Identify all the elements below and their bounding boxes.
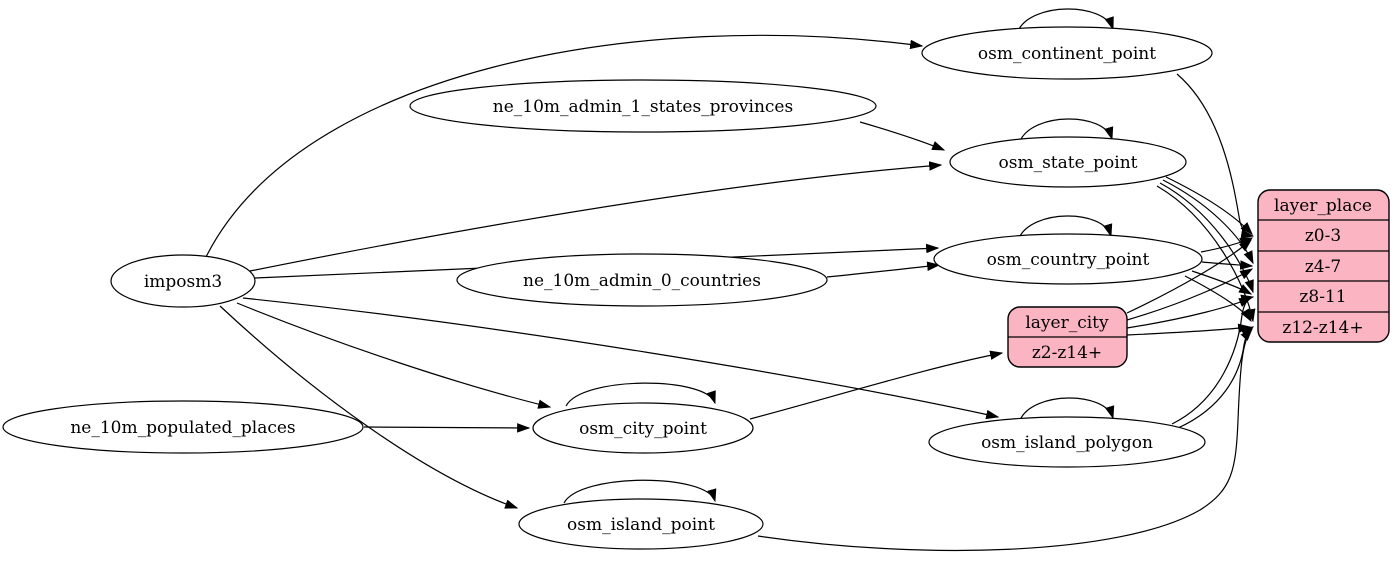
node-osm-continent-point-label: osm_continent_point: [978, 44, 1156, 64]
edge-osm-state-point-layer-place-z4-7: [1162, 179, 1254, 265]
edge-ne10m-admin1-osm-state-point: [859, 121, 946, 151]
node-osm-country-point-label: osm_country_point: [987, 250, 1150, 270]
self-loop-osm-city-point: [565, 382, 716, 407]
edge-osm-country-point-layer-place-z8-11: [1191, 270, 1253, 295]
node-osm-city-point: osm_city_point: [532, 402, 754, 454]
node-osm-continent-point-shape: [921, 26, 1213, 80]
edge-layer-city-layer-place-z0-3: [1126, 239, 1252, 314]
record-layer-city: layer_city z2-z14+: [1007, 306, 1128, 368]
edge-imposm3-osm-island-polygon: [242, 297, 1000, 420]
edge-osm-city-point-layer-city-z2-z14: [749, 350, 1004, 420]
edge-osm-island-polygon-layer-place-z8-11: [1171, 294, 1255, 425]
node-osm-state-point-label: osm_state_point: [999, 153, 1138, 173]
node-ne-10m-populated-places-shape: [2, 400, 364, 454]
record-layer-city-title: layer_city: [1025, 313, 1109, 333]
node-osm-state-point-shape: [949, 136, 1187, 188]
edge-layer-city-layer-place-z4-7: [1126, 268, 1254, 321]
node-osm-state-point: osm_state_point: [949, 136, 1187, 188]
record-layer-place-row-z8-11: z8-11: [1299, 287, 1346, 307]
node-ne-10m-populated-places-label: ne_10m_populated_places: [70, 418, 295, 438]
node-ne-10m-admin-1-states-provinces: ne_10m_admin_1_states_provinces: [409, 79, 877, 133]
edge-osm-continent-point-layer-place-z0-3: [1176, 73, 1255, 239]
record-layer-place-row-z4-7: z4-7: [1305, 257, 1341, 277]
edge-osm-state-point-layer-place-z0-3: [1165, 176, 1253, 235]
record-layer-place: layer_place z0-3 z4-7 z8-11 z12-z14+: [1257, 189, 1390, 343]
self-loop-osm-country-point: [1018, 215, 1113, 239]
edge-osm-island-point-layer-place-z12-z14: [757, 328, 1253, 552]
edge-layer-city-layer-place-z8-11: [1126, 297, 1253, 329]
record-layer-place-row-z0-3: z0-3: [1305, 226, 1341, 246]
self-loop-osm-island-point: [563, 479, 717, 504]
node-osm-island-polygon-shape: [928, 416, 1206, 468]
node-ne-10m-admin-1-shape: [409, 79, 877, 133]
node-osm-island-polygon: osm_island_polygon: [928, 416, 1206, 468]
record-layer-place-title: layer_place: [1274, 196, 1372, 216]
edge-imposm3-osm-city-point: [236, 302, 552, 409]
edge-osm-country-point-layer-place-z4-7: [1201, 260, 1254, 270]
node-osm-island-point-shape: [518, 498, 764, 550]
edge-imposm3-osm-state-point: [249, 161, 943, 272]
node-ne-10m-admin-1-label: ne_10m_admin_1_states_provinces: [493, 97, 793, 117]
edge-layer: [205, 8, 1256, 552]
edge-ne10m-admin0-osm-country-point: [826, 261, 941, 278]
self-loop-osm-state-point: [1019, 118, 1114, 142]
node-osm-island-point: osm_island_point: [518, 498, 764, 550]
node-imposm3: imposm3: [110, 254, 256, 308]
node-osm-city-point-label: osm_city_point: [579, 419, 707, 439]
edge-osm-country-point-layer-place-z12-z14: [1184, 275, 1252, 323]
record-layer-place-row-z12-z14: z12-z14+: [1282, 318, 1363, 338]
edge-imposm3-osm-continent-point: [205, 34, 924, 258]
record-layer-place-box: [1257, 189, 1390, 343]
edge-ne10m-populated-osm-city-point: [363, 423, 531, 433]
node-imposm3-label: imposm3: [144, 272, 222, 292]
node-ne-10m-admin-0-shape: [456, 253, 828, 307]
node-osm-continent-point: osm_continent_point: [921, 26, 1213, 80]
node-osm-country-point: osm_country_point: [933, 233, 1203, 285]
node-osm-island-polygon-label: osm_island_polygon: [981, 433, 1153, 453]
node-osm-city-point-shape: [532, 402, 754, 454]
edge-osm-state-point-layer-place-z8-11: [1159, 182, 1254, 294]
self-loop-osm-continent-point: [1017, 8, 1114, 32]
node-ne-10m-admin-0-label: ne_10m_admin_0_countries: [523, 271, 761, 291]
node-osm-country-point-shape: [933, 233, 1203, 285]
node-ne-10m-admin-0-countries: ne_10m_admin_0_countries: [456, 253, 828, 307]
edge-layer-city-layer-place-z12-z14: [1126, 323, 1252, 336]
self-loop-osm-island-polygon: [1019, 397, 1115, 421]
node-ne-10m-populated-places: ne_10m_populated_places: [2, 400, 364, 454]
node-osm-island-point-label: osm_island_point: [567, 515, 715, 535]
record-layer-city-row-z2-z14: z2-z14+: [1032, 343, 1102, 363]
node-imposm3-shape: [110, 254, 256, 308]
